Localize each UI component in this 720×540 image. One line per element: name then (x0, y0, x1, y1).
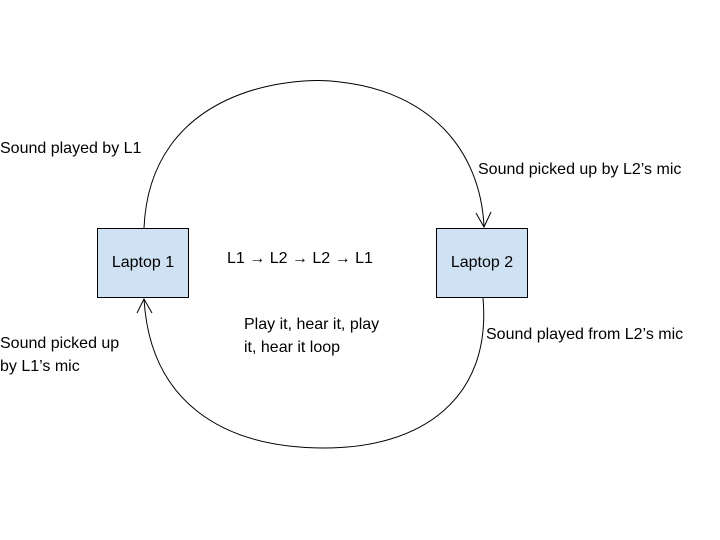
laptop-1-node: Laptop 1 (97, 228, 189, 298)
loop-description-line2: it, hear it loop (244, 339, 341, 356)
sound-picked-up-by-l1-line2: by L1’s mic (0, 358, 80, 375)
upper-arc-connector (143, 80, 485, 229)
sound-picked-up-by-l1-label: Sound picked up by L1’s mic (0, 332, 119, 378)
laptop-2-label: Laptop 2 (450, 254, 514, 271)
laptop-2-node: Laptop 2 (436, 228, 528, 298)
loop-description-label: Play it, hear it, play it, hear it loop (244, 313, 379, 359)
loop-description-line1: Play it, hear it, play (244, 316, 380, 333)
arrowhead-into-laptop1 (136, 297, 153, 314)
lower-arc-connector (143, 297, 485, 449)
sound-played-from-l2-label: Sound played from L2’s mic (486, 326, 684, 343)
arrowhead-into-laptop2 (475, 211, 492, 229)
sequence-label: L1 → L2 → L2 → L1 (227, 250, 373, 267)
laptop-1-label: Laptop 1 (111, 254, 175, 271)
sound-picked-up-by-l1-line1: Sound picked up (0, 335, 120, 352)
sound-played-by-l1-label: Sound played by L1 (0, 140, 142, 157)
sound-picked-up-by-l2-label: Sound picked up by L2’s mic (478, 161, 682, 178)
